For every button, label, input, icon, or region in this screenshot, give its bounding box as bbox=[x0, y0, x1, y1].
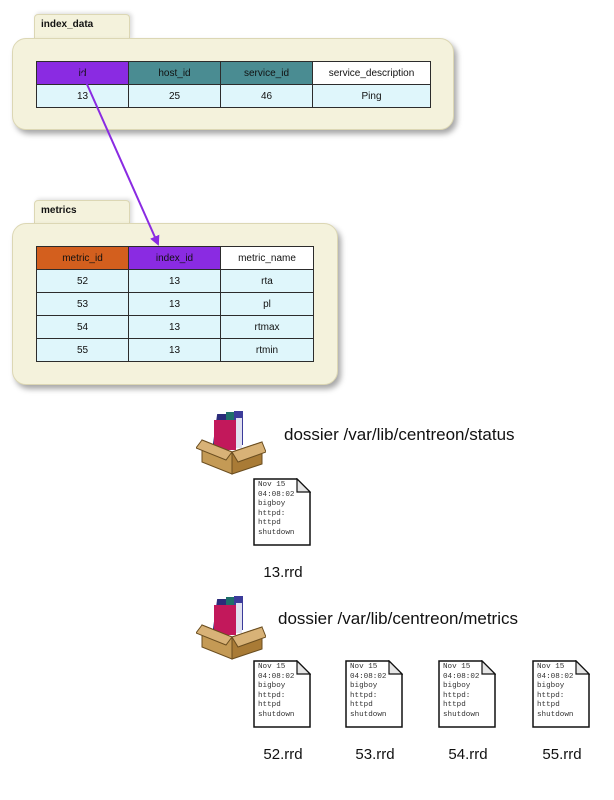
cell-host-id: 25 bbox=[128, 84, 221, 108]
metrics-row: 54 13 rtmax bbox=[36, 315, 314, 339]
metrics-directory-label: dossier /var/lib/centreon/metrics bbox=[278, 609, 518, 628]
status-directory-label: dossier /var/lib/centreon/status bbox=[284, 425, 515, 444]
file-label: 54.rrd bbox=[448, 746, 488, 763]
cell-service-description: Ping bbox=[312, 84, 431, 108]
file-preview-text: Nov 15 04:08:02 bigboy httpd: httpd shut… bbox=[258, 481, 295, 537]
file-label: 53.rrd bbox=[355, 746, 395, 763]
cell-metric-name: rtmin bbox=[220, 338, 314, 362]
header-service-id: service_id bbox=[220, 61, 313, 85]
cell-metric-id: 54 bbox=[36, 315, 129, 339]
cell-metric-name: rtmax bbox=[220, 315, 314, 339]
document-file-icon: Nov 15 04:08:02 bigboy httpd: httpd shut… bbox=[253, 659, 312, 728]
index-data-table: id host_id service_id service_descriptio… bbox=[36, 61, 431, 108]
cell-index-id: 13 bbox=[128, 269, 221, 293]
cell-index-id: 13 bbox=[128, 292, 221, 316]
header-metric-name: metric_name bbox=[220, 246, 314, 270]
cell-metric-name: rta bbox=[220, 269, 314, 293]
cell-metric-id: 55 bbox=[36, 338, 129, 362]
document-file-icon: Nov 15 04:08:02 bigboy httpd: httpd shut… bbox=[345, 659, 404, 728]
file-preview-text: Nov 15 04:08:02 bigboy httpd: httpd shut… bbox=[443, 663, 480, 719]
index-data-title: index_data bbox=[41, 19, 94, 30]
metrics-table: metric_id index_id metric_name 52 13 rta… bbox=[36, 246, 314, 362]
metrics-tab: metrics bbox=[34, 200, 130, 226]
metrics-title: metrics bbox=[41, 205, 77, 216]
cell-index-id: 13 bbox=[128, 338, 221, 362]
file-label: 55.rrd bbox=[542, 746, 582, 763]
file-preview-text: Nov 15 04:08:02 bigboy httpd: httpd shut… bbox=[350, 663, 387, 719]
metrics-row: 55 13 rtmin bbox=[36, 338, 314, 362]
cell-metric-id: 52 bbox=[36, 269, 129, 293]
folder-box-icon bbox=[195, 408, 267, 476]
metrics-row: 53 13 pl bbox=[36, 292, 314, 316]
folder-box-icon bbox=[195, 593, 267, 661]
file-preview-text: Nov 15 04:08:02 bigboy httpd: httpd shut… bbox=[258, 663, 295, 719]
cell-service-id: 46 bbox=[220, 84, 313, 108]
index-data-tab: index_data bbox=[34, 14, 130, 40]
document-file-icon: Nov 15 04:08:02 bigboy httpd: httpd shut… bbox=[532, 659, 591, 728]
document-file-icon: Nov 15 04:08:02 bigboy httpd: httpd shut… bbox=[438, 659, 497, 728]
cell-id: 13 bbox=[36, 84, 129, 108]
index-data-row: 13 25 46 Ping bbox=[36, 84, 431, 108]
metrics-row: 52 13 rta bbox=[36, 269, 314, 293]
file-label: 52.rrd bbox=[263, 746, 303, 763]
document-file-icon: Nov 15 04:08:02 bigboy httpd: httpd shut… bbox=[253, 477, 312, 546]
file-label: 13.rrd bbox=[263, 564, 303, 581]
file-preview-text: Nov 15 04:08:02 bigboy httpd: httpd shut… bbox=[537, 663, 574, 719]
